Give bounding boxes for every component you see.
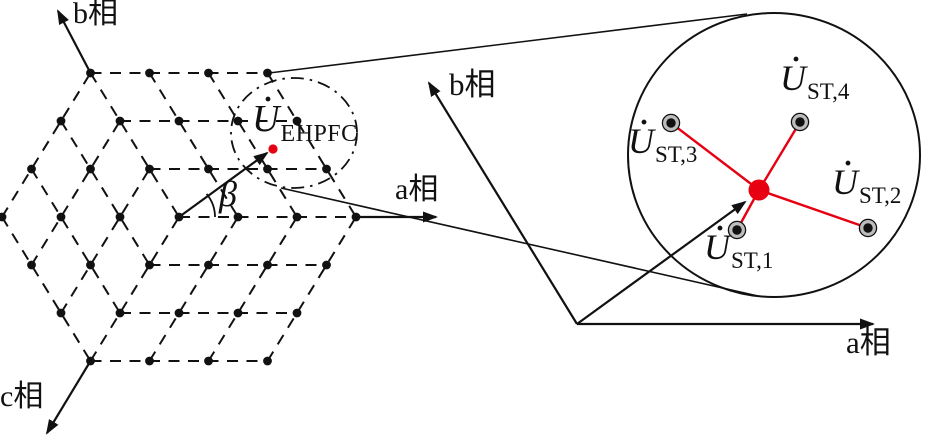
lattice-dot xyxy=(292,308,302,318)
st-node-core xyxy=(863,223,873,233)
lattice-dot xyxy=(27,260,36,270)
lattice-dot xyxy=(145,68,154,78)
lattice-dot xyxy=(263,356,272,366)
lattice-dot xyxy=(322,164,331,174)
phasor-overdot: · xyxy=(263,83,274,116)
center-node xyxy=(748,179,770,201)
lattice-dot xyxy=(174,116,184,126)
phasor-overdot: · xyxy=(639,106,650,139)
beta-angle-label: β xyxy=(219,174,237,214)
phasor-symbol: ·U xyxy=(252,83,280,140)
phasor-subscript: ST,4 xyxy=(807,79,850,104)
left-b-axis-label: b相 xyxy=(73,0,118,30)
lattice-dot xyxy=(263,68,272,78)
b-axis-left xyxy=(57,9,92,74)
lattice-dot xyxy=(233,116,243,126)
u-ehpfc-point xyxy=(268,144,278,154)
lattice-diagonal-line xyxy=(207,72,298,218)
st-branch-line xyxy=(757,121,802,191)
lattice-dot xyxy=(115,116,125,126)
magnifier-circle xyxy=(230,77,358,189)
c-axis-left xyxy=(45,360,92,435)
lattice-dot xyxy=(56,116,66,126)
lattice-diagonal-line xyxy=(148,72,239,218)
u-st3-label: ·UST,3 xyxy=(628,106,698,167)
st-node-core xyxy=(795,117,805,127)
lattice-diagonal-line xyxy=(30,168,121,314)
phasor-subscript: ST,2 xyxy=(859,183,902,208)
phasor-symbol: ·U xyxy=(628,106,654,161)
lattice-diagonal-line xyxy=(60,120,151,266)
u-ehpfc-label: ·UEHPFC xyxy=(252,83,358,147)
lattice-dot xyxy=(204,356,213,366)
st-node-core xyxy=(732,225,742,235)
lattice-dot xyxy=(145,164,154,174)
lattice-dot xyxy=(145,260,154,270)
lattice-dot xyxy=(56,212,66,222)
phasor-symbol: ·U xyxy=(780,43,806,98)
lattice-diagonal-line xyxy=(60,168,151,314)
phasor-subscript: EHPFC xyxy=(280,121,358,147)
lattice-dot xyxy=(263,164,272,174)
u-st2-label: ·UST,2 xyxy=(832,147,902,208)
st-node-core xyxy=(666,118,676,128)
lattice-dot xyxy=(27,164,36,174)
st-branch-line xyxy=(670,122,760,191)
right-a-axis-label: a相 xyxy=(846,325,891,360)
st-branch-line xyxy=(758,188,869,230)
phasor-overdot: · xyxy=(843,147,854,180)
lattice-dot xyxy=(322,260,331,270)
lattice-diagonal-line xyxy=(148,216,239,362)
lattice-dot xyxy=(86,164,95,174)
lattice-diagonal-line xyxy=(1,216,92,362)
lattice-dot xyxy=(86,260,95,270)
u-ehpfc-arrow xyxy=(178,151,269,218)
u-vector-arrow-right xyxy=(576,200,747,325)
phasor-subscript: ST,1 xyxy=(731,248,774,273)
lattice-dot xyxy=(292,212,302,222)
magnifier-line-bottom xyxy=(280,187,759,297)
lattice-dot xyxy=(233,308,243,318)
right-b-axis-label: b相 xyxy=(449,67,496,102)
lattice-dot xyxy=(174,308,184,318)
phasor-symbol: ·U xyxy=(832,147,858,202)
lattice-diagonal-line xyxy=(1,72,92,218)
left-c-axis-label: c相 xyxy=(0,380,44,413)
lattice-dot xyxy=(115,308,125,318)
u-st1-label: ·UST,1 xyxy=(704,212,774,273)
phasor-overdot: · xyxy=(715,212,726,245)
lattice-dot xyxy=(233,212,243,222)
phasor-overdot: · xyxy=(791,43,802,76)
magnifier-line-top xyxy=(268,13,748,74)
u-st4-label: ·UST,4 xyxy=(780,43,850,104)
lattice-dot xyxy=(56,308,66,318)
lattice-dot xyxy=(115,212,125,222)
lattice-dot xyxy=(145,356,154,366)
b-axis-right xyxy=(427,81,578,325)
phasor-symbol: ·U xyxy=(704,212,730,267)
lattice-diagonal-line xyxy=(207,216,298,362)
lattice-dot xyxy=(292,116,302,126)
phasor-subscript: ST,3 xyxy=(655,142,698,167)
lattice-dot xyxy=(204,164,213,174)
left-a-axis-label: a相 xyxy=(395,173,439,206)
lattice-dot xyxy=(204,68,213,78)
lattice-diagonal-line xyxy=(266,72,357,218)
lattice-diagonal-line xyxy=(30,120,121,266)
lattice-dot xyxy=(0,212,7,222)
lattice-diagonal-line xyxy=(89,72,180,218)
lattice-dot xyxy=(263,260,272,270)
zoom-circle xyxy=(627,12,921,298)
lattice-diagonal-line xyxy=(266,216,357,362)
lattice-diagonal-line xyxy=(89,216,180,362)
lattice-dot xyxy=(204,260,213,270)
